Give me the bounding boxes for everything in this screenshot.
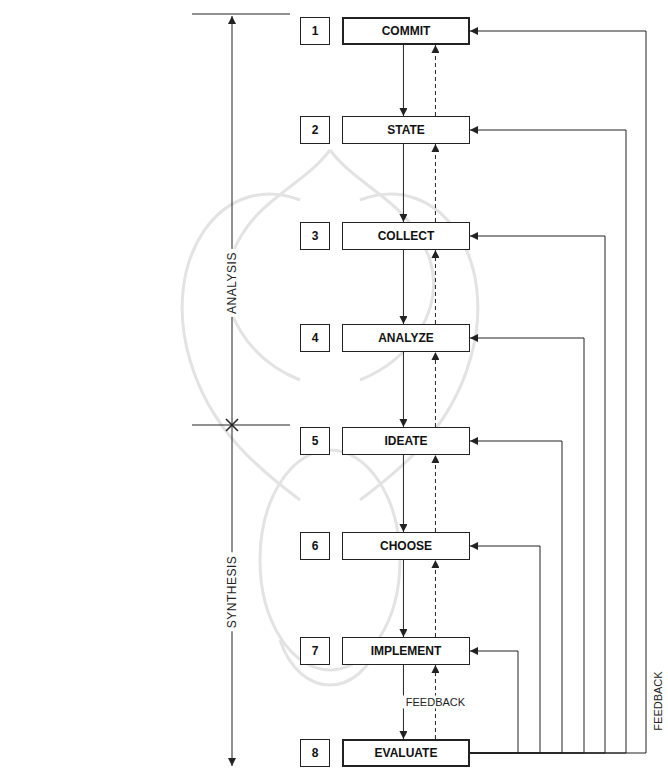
step-text: 8 xyxy=(312,746,319,760)
number-box: 1 xyxy=(300,17,330,45)
watermark-curve xyxy=(226,150,330,380)
step-text: COLLECT xyxy=(378,229,435,243)
step-box: COMMIT xyxy=(342,17,470,45)
flow-arrow xyxy=(403,455,404,532)
number-box: 3 xyxy=(300,222,330,250)
step-text: IDEATE xyxy=(384,434,427,448)
step-text: 4 xyxy=(312,331,319,345)
number-box: 6 xyxy=(300,532,330,560)
return-arrow xyxy=(435,144,436,222)
number-box: 2 xyxy=(300,116,330,144)
return-arrow xyxy=(435,455,436,532)
bracket-cross xyxy=(226,419,238,431)
flow-arrow xyxy=(403,45,404,116)
step-box: CHOOSE xyxy=(342,532,470,560)
return-arrow xyxy=(435,250,436,324)
feedback-line xyxy=(470,651,518,753)
return-arrow xyxy=(435,45,436,116)
step-box: COLLECT xyxy=(342,222,470,250)
bracket-tick xyxy=(192,14,290,15)
feedback-line xyxy=(470,338,584,753)
watermark-logo xyxy=(182,150,478,685)
step-text: 5 xyxy=(312,434,319,448)
step-text: 2 xyxy=(312,123,319,137)
feedback-line xyxy=(470,546,540,753)
step-box: IDEATE xyxy=(342,427,470,455)
return-arrow xyxy=(435,560,436,637)
feedback-line xyxy=(470,441,562,753)
edge-label: FEEDBACK xyxy=(652,668,665,733)
flow-arrow xyxy=(403,144,404,222)
step-box: EVALUATE xyxy=(342,739,470,767)
step-text: 6 xyxy=(312,539,319,553)
step-text: ANALYZE xyxy=(378,331,434,345)
phase-bracket xyxy=(192,14,290,766)
step-text: 7 xyxy=(312,644,319,658)
step-box: STATE xyxy=(342,116,470,144)
feedback-line xyxy=(470,130,626,753)
step-text: 3 xyxy=(312,229,319,243)
watermark-curve xyxy=(182,194,300,500)
flow-arrow xyxy=(403,560,404,637)
step-text: 1 xyxy=(312,24,319,38)
step-text: IMPLEMENT xyxy=(371,644,442,658)
return-arrow xyxy=(435,352,436,427)
number-box: 4 xyxy=(300,324,330,352)
bracket-tick xyxy=(192,425,290,426)
phase-label: SYNTHESIS xyxy=(225,553,239,632)
step-box: ANALYZE xyxy=(342,324,470,352)
step-text: COMMIT xyxy=(382,24,431,38)
edge-label: FEEDBACK xyxy=(403,696,468,709)
number-box: 8 xyxy=(300,739,330,767)
number-box: 5 xyxy=(300,427,330,455)
feedback-line xyxy=(470,31,646,753)
phase-label: ANALYSIS xyxy=(225,249,239,317)
number-box: 7 xyxy=(300,637,330,665)
step-box: IMPLEMENT xyxy=(342,637,470,665)
bracket-line xyxy=(232,16,233,766)
step-text: CHOOSE xyxy=(380,539,432,553)
feedback-line xyxy=(470,236,605,753)
flow-arrow xyxy=(403,250,404,324)
step-text: STATE xyxy=(387,123,425,137)
flow-arrow xyxy=(403,352,404,427)
step-text: EVALUATE xyxy=(375,746,438,760)
